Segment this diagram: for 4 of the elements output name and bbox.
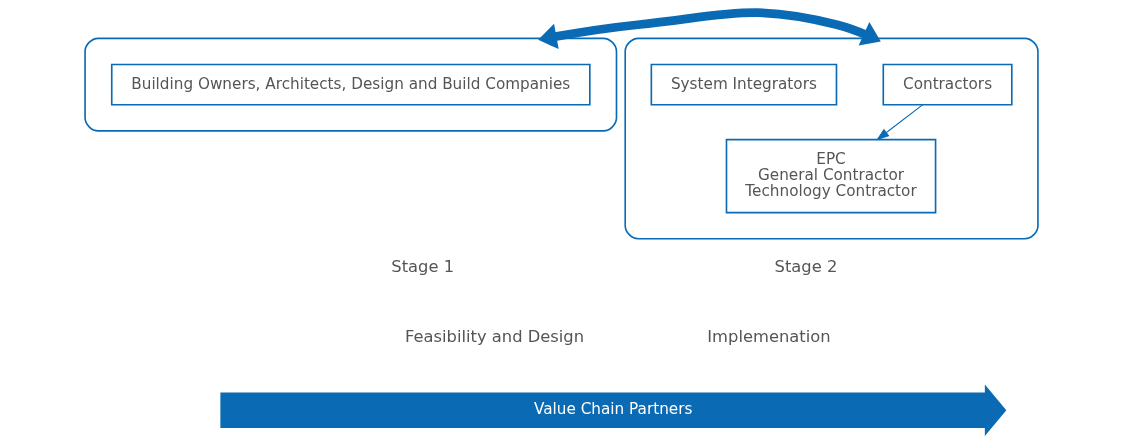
label: Stage 1: [390, 257, 454, 277]
label: Stage 2: [774, 257, 837, 277]
label: Feasibility and Design: [404, 327, 584, 347]
label: Implemenation: [706, 327, 831, 347]
